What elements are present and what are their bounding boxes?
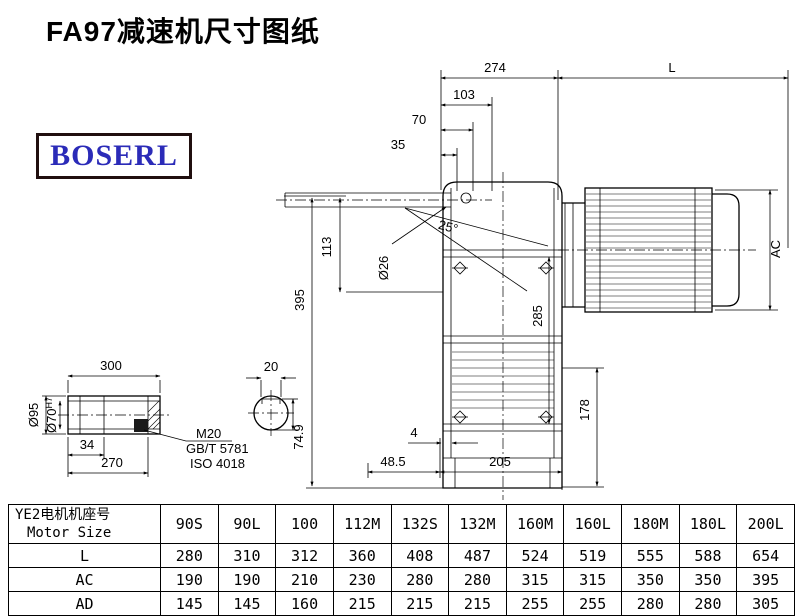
table-header-cell: 132M	[448, 504, 507, 544]
row-label: AC	[8, 567, 161, 592]
table-cell: 588	[678, 543, 738, 568]
label-m20: M20	[196, 426, 221, 441]
table-header-cell: 100	[275, 504, 334, 544]
motor-fins-icon	[586, 193, 711, 309]
table-cell: 408	[390, 543, 450, 568]
leader-line-icon	[143, 429, 232, 442]
dim-178: 178	[577, 399, 592, 421]
table-header-cell: 200L	[736, 504, 795, 544]
table-cell: 215	[332, 591, 392, 616]
table-row-ac: AC 190 190 210 230 280 280 315 315 350 3…	[8, 567, 795, 592]
table-cell: 230	[332, 567, 392, 592]
dim-274: 274	[484, 60, 506, 75]
dim-285: 285	[530, 305, 545, 327]
dim-270: 270	[101, 455, 123, 470]
table-cell: 524	[505, 543, 565, 568]
table-cell: 190	[217, 567, 277, 592]
label-iso-4018: ISO 4018	[190, 456, 245, 471]
dimensions: 274 L 103 70 35 113 395 285 AC 178 4 48.…	[284, 60, 789, 490]
table-cell: 145	[160, 591, 219, 616]
table-cell: 315	[505, 567, 565, 592]
table-cell: 350	[678, 567, 738, 592]
dim-20: 20	[264, 359, 278, 374]
page-title: FA97减速机尺寸图纸	[46, 16, 320, 47]
table-cell: 190	[160, 567, 219, 592]
table-cell: 310	[217, 543, 277, 568]
angle-annotation: 25°	[404, 207, 549, 292]
gearbox-housing	[442, 172, 563, 500]
table-cell: 215	[390, 591, 450, 616]
table-cell: 215	[448, 591, 507, 616]
table-header-cell: 160M	[505, 504, 565, 544]
motor-size-label-en: Motor Size	[27, 525, 112, 541]
table-header-cell: 180L	[678, 504, 738, 544]
motor	[558, 187, 756, 313]
table-cell: 210	[275, 567, 334, 592]
table-cell: 280	[621, 591, 680, 616]
dim-70: 70	[412, 112, 426, 127]
dia-26-label: Ø26	[376, 256, 391, 281]
table-cell: 255	[505, 591, 565, 616]
table-cell: 305	[736, 591, 795, 616]
table-cell: 160	[275, 591, 334, 616]
dim-113: 113	[319, 237, 334, 258]
key-section-detail: 20 74.9	[246, 359, 306, 450]
table-row-ad: AD 145 145 160 215 215 215 255 255 280 2…	[8, 591, 795, 616]
dim-103: 103	[453, 87, 475, 102]
bolt-head-icon	[134, 419, 148, 432]
table-cell: 395	[736, 567, 795, 592]
dim-48-5: 48.5	[380, 454, 405, 469]
table-cell: 487	[448, 543, 507, 568]
table-cell: 350	[621, 567, 680, 592]
housing-ribs-icon	[452, 351, 554, 409]
table-cell: 654	[736, 543, 795, 568]
table-header-cell: 90L	[217, 504, 277, 544]
table-cell: 280	[678, 591, 738, 616]
dim-74-9: 74.9	[291, 424, 306, 449]
dia-95-label: Ø95	[26, 403, 41, 428]
shaft-detail: 300 Ø95 Ø70H7 34 270 M20 GB/T 5781 ISO 4…	[26, 358, 249, 477]
table-cell: 315	[563, 567, 622, 592]
table-header-cell: 132S	[390, 504, 450, 544]
brand-logo-text: BOSERL	[50, 139, 178, 172]
dim-35: 35	[391, 137, 405, 152]
angle-25-label: 25°	[437, 217, 460, 237]
label-gbt-5781: GB/T 5781	[186, 441, 249, 456]
table-cell: 280	[160, 543, 219, 568]
table-cell: 555	[621, 543, 680, 568]
dim-34: 34	[80, 437, 94, 452]
technical-drawing: 25° Ø26	[26, 60, 789, 500]
table-cell: 145	[217, 591, 277, 616]
table-cell: 519	[563, 543, 622, 568]
table-cell: 280	[390, 567, 450, 592]
table-header-row: YE2电机机座号 Motor Size 90S 90L 100 112M 132…	[8, 504, 795, 544]
motor-size-label-cn: YE2电机机座号	[15, 506, 111, 523]
dim-300: 300	[100, 358, 122, 373]
dimension-table: YE2电机机座号 Motor Size 90S 90L 100 112M 132…	[8, 504, 795, 616]
table-header-cell: 180M	[621, 504, 680, 544]
table-cell: 360	[332, 543, 392, 568]
dim-395: 395	[292, 289, 307, 311]
row-label: L	[8, 543, 161, 568]
row-label: AD	[8, 591, 161, 616]
dim-205: 205	[489, 454, 511, 469]
dim-ac: AC	[768, 240, 783, 258]
table-row-l: L 280 310 312 360 408 487 524 519 555 58…	[8, 543, 795, 568]
table-header-cell: 112M	[332, 504, 392, 544]
table-cell: 255	[563, 591, 622, 616]
table-cell: 280	[448, 567, 507, 592]
dim-4: 4	[410, 425, 417, 440]
table-header-cell: 160L	[563, 504, 622, 544]
dia26-annotation: Ø26	[376, 206, 447, 281]
brand-logo: BOSERL	[36, 133, 192, 179]
dia-70h7-label: Ø70H7	[44, 397, 59, 433]
table-header-motor-size: YE2电机机座号 Motor Size	[8, 504, 161, 544]
table-cell: 312	[275, 543, 334, 568]
table-header-cell: 90S	[160, 504, 219, 544]
bolt-symbols-icon	[452, 261, 554, 424]
dim-l: L	[668, 60, 675, 75]
